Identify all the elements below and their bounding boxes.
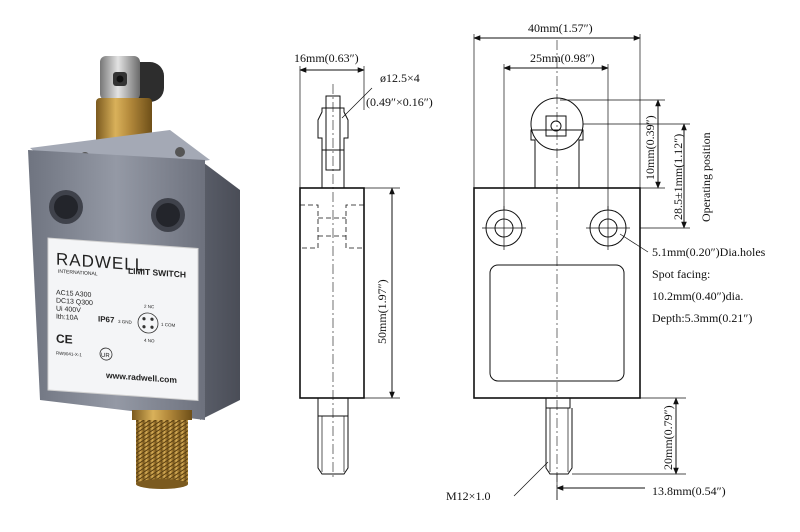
front-width-dim: 40mm(1.57″) (528, 21, 593, 35)
switch-photo: RADWELL INTERNATIONAL LIMIT SWITCH AC15 … (28, 56, 240, 489)
pin-label: 4 NO (144, 338, 155, 344)
roller-actuator (100, 56, 164, 102)
pin-diagram: 2 NC 3 GND 1 COM 4 NO (118, 304, 175, 344)
side-width-dim: 16mm(0.63″) (294, 51, 359, 65)
thread-offset-dim: 13.8mm(0.54″) (652, 484, 726, 498)
front-view-drawing: 40mm(1.57″) 25mm(0.98″) 10mm(0.39″) 28.5… (446, 21, 766, 503)
hole-note: Spot facing: (652, 267, 710, 281)
hole-note: Depth:5.3mm(0.21″) (652, 311, 752, 325)
model-number: RW9041-X-1 (56, 351, 82, 358)
pin-label: 3 GND (118, 319, 132, 325)
thread-length-dim: 20mm(0.79″) (661, 405, 675, 470)
operating-dim: 28.5±1mm(1.12″) (671, 134, 685, 220)
side-view-drawing: 16mm(0.63″) ø12.5×4 (0.49″×0.16″) 50mm(1… (294, 51, 433, 480)
operating-label: Operating position (699, 132, 713, 222)
rating-line: DC13 Q300 (56, 298, 93, 308)
thread-label: M12×1.0 (446, 489, 490, 503)
brand-sub: INTERNATIONAL (58, 269, 98, 278)
hole-note: 5.1mm(0.20″)Dia.holes (652, 245, 766, 259)
ip-rating: IP67 (98, 315, 115, 325)
rating-line: Ith:10A (56, 314, 78, 323)
rating-line: AC15 A300 (56, 290, 91, 299)
front-hole-right (586, 206, 630, 250)
product-name: LIMIT SWITCH (128, 266, 186, 280)
side-height-dim: 50mm(1.97″) (375, 279, 389, 344)
hole-spacing-dim: 25mm(0.98″) (530, 51, 595, 65)
product-label: RADWELL INTERNATIONAL LIMIT SWITCH AC15 … (47, 237, 199, 402)
ce-mark: CE (56, 332, 73, 347)
threaded-connector (136, 410, 188, 484)
pin-label: 2 NC (144, 304, 155, 310)
roller-dim-imperial: (0.49″×0.16″) (366, 95, 433, 109)
ul-mark-icon: UR (99, 347, 113, 361)
roller-height-dim: 10mm(0.39″) (643, 115, 657, 180)
svg-text:UR: UR (101, 353, 110, 360)
roller-dim: ø12.5×4 (380, 71, 420, 85)
rating-line: Ui 400V (56, 306, 81, 315)
pin-label: 1 COM (161, 322, 175, 328)
front-hole-left (482, 206, 526, 250)
hole-note: 10.2mm(0.40″)dia. (652, 289, 743, 303)
